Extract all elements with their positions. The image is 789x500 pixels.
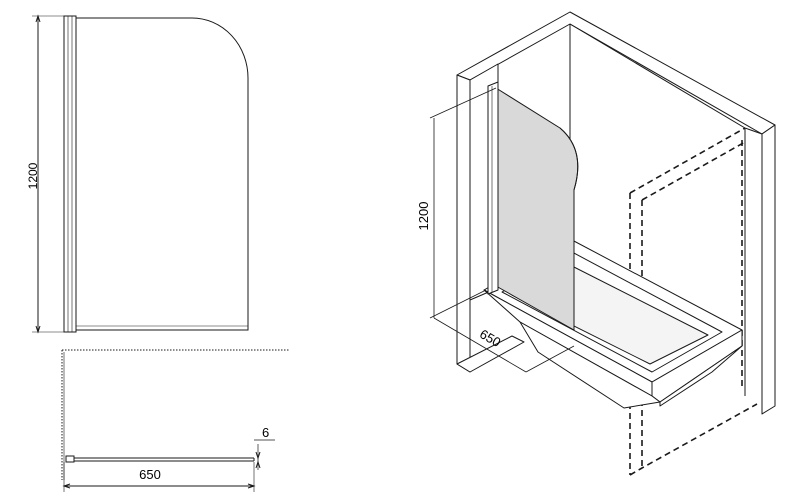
front-height-label: 1200 <box>26 162 40 189</box>
iso-height-label: 1200 <box>416 202 431 231</box>
top-plan-view: 6 650 <box>61 349 290 492</box>
plan-thickness-dimension <box>254 439 275 470</box>
iso-wall-profile <box>487 81 499 295</box>
isometric-view: 1200 650 <box>416 11 776 476</box>
iso-bathtub <box>483 239 743 409</box>
front-elevation-view: 1200 <box>26 14 249 334</box>
iso-glass-screen <box>487 81 579 331</box>
iso-right-wall <box>744 124 776 415</box>
tub-skirt <box>519 321 661 409</box>
plan-wall <box>61 349 290 480</box>
wall-profile <box>63 15 77 333</box>
iso-height-dimension <box>429 87 497 319</box>
plan-width-dimension <box>62 462 256 492</box>
plan-thickness-label: 6 <box>262 425 269 440</box>
plan-glass-panel <box>65 455 255 463</box>
front-height-dimension <box>32 14 68 334</box>
iso-width-dimension <box>433 317 575 373</box>
plan-width-label: 650 <box>139 467 161 482</box>
front-glass-panel <box>75 17 249 331</box>
